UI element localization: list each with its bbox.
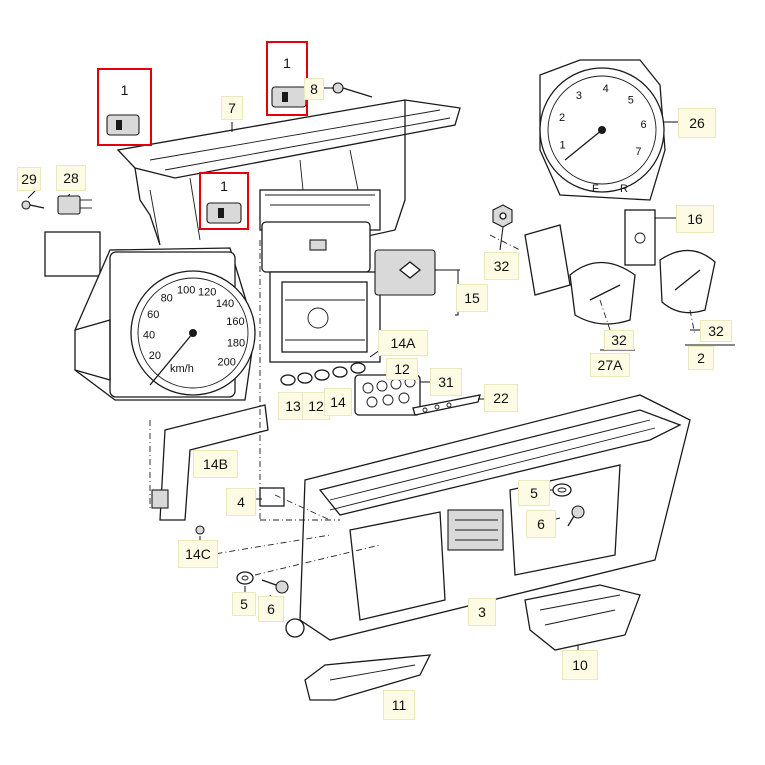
speedometer-mark-100: 100 — [177, 285, 195, 297]
instrument-housing-3 — [285, 394, 691, 641]
callout-11: 11 — [383, 690, 415, 720]
washer-5-front — [236, 571, 254, 585]
screw-6-rear — [567, 505, 585, 527]
screw-14c — [195, 525, 205, 535]
callout-4: 4 — [226, 488, 256, 516]
callout-14: 14 — [324, 388, 352, 416]
bulb-5 — [350, 362, 366, 374]
speedometer-mark-160: 160 — [226, 316, 244, 328]
tachometer-dial-labels: 1 23 4 56 7 — [559, 83, 647, 158]
nut-32 — [492, 204, 513, 228]
callout-14b: 14B — [193, 450, 238, 478]
bulb-holder-1c — [206, 202, 242, 224]
speedometer-unit: km/h — [170, 363, 194, 375]
callout-label: 1 — [120, 82, 129, 98]
bulb-4 — [332, 366, 348, 378]
bulb-holder-1b — [271, 86, 307, 108]
callout-1-highlighted-b: 1 — [266, 41, 308, 116]
washer-5-rear — [552, 483, 572, 497]
callout-7: 7 — [221, 96, 243, 120]
strip-socket-6 — [382, 394, 394, 406]
callout-22: 22 — [484, 384, 518, 412]
speedometer-mark-80: 80 — [161, 293, 173, 305]
speedometer-mark-180: 180 — [227, 337, 245, 349]
bulb-1 — [280, 374, 296, 386]
callout-15: 15 — [456, 284, 488, 312]
callout-2: 2 — [688, 346, 714, 370]
callout-28: 28 — [56, 165, 86, 191]
callout-10: 10 — [562, 650, 598, 680]
callout-label: 1 — [220, 178, 228, 194]
bracket-10 — [524, 584, 641, 651]
strip-socket-7 — [398, 392, 410, 404]
callout-1-highlighted-a: 1 — [97, 68, 152, 146]
screw-8 — [332, 82, 373, 98]
cover-panel-14b — [151, 404, 269, 521]
callout-26: 26 — [678, 108, 716, 138]
callout-3: 3 — [468, 598, 496, 626]
speedometer-mark-140: 140 — [216, 298, 234, 310]
callout-5-front: 5 — [232, 592, 256, 616]
strip-socket-2 — [376, 380, 388, 392]
resistor-board-15 — [374, 249, 436, 296]
tachometer-mark-7: 7 — [635, 146, 641, 158]
callout-5-rear: 5 — [518, 480, 550, 506]
gauge-2 — [659, 249, 716, 314]
callout-12-upper: 12 — [386, 358, 418, 380]
speedometer-housing — [74, 247, 256, 401]
gauge-27a — [569, 262, 636, 325]
strip-socket-5 — [366, 396, 378, 408]
speedometer-mark-200: 200 — [218, 356, 236, 368]
callout-32-nut: 32 — [484, 252, 519, 280]
callout-32-2: 32 — [700, 320, 732, 342]
speedometer-mark-40: 40 — [143, 330, 155, 342]
callout-6-rear: 6 — [526, 510, 556, 538]
printed-circuit-module — [261, 221, 381, 363]
callout-label: 1 — [283, 55, 291, 71]
callout-6-front: 6 — [258, 596, 284, 622]
callout-14a: 14A — [378, 330, 428, 356]
strip-socket-1 — [362, 382, 374, 394]
tachometer-mark-3: 3 — [576, 90, 582, 102]
screw-6-front — [261, 579, 289, 594]
callout-14c: 14C — [178, 540, 218, 568]
callout-31: 31 — [430, 368, 462, 396]
gauge-bracket — [524, 224, 571, 296]
callout-27a: 27A — [590, 353, 630, 377]
bulb-holder-1a — [106, 114, 140, 136]
bulb-3 — [314, 369, 330, 381]
tachometer-mark-1: 1 — [559, 139, 565, 151]
callout-16: 16 — [676, 205, 714, 233]
bulb-2 — [297, 372, 313, 384]
gauge-bracket-16 — [624, 209, 656, 266]
tachometer-housing — [539, 59, 666, 201]
screw-29 — [21, 200, 45, 210]
callout-29: 29 — [17, 167, 41, 191]
fuel-gauge-letter-f: F — [592, 183, 599, 195]
tachometer-mark-5: 5 — [628, 95, 634, 107]
fuel-gauge-letter-r: R — [620, 183, 628, 195]
callout-8: 8 — [304, 78, 324, 100]
bulb-row — [280, 362, 366, 386]
callout-1-highlighted-c: 1 — [199, 172, 249, 230]
callout-32-27a: 32 — [604, 330, 634, 350]
bracket-plate — [44, 231, 101, 277]
tachometer-mark-2: 2 — [559, 112, 565, 124]
speedometer-mark-120: 120 — [198, 286, 216, 298]
connector-28 — [57, 195, 92, 215]
tachometer-mark-6: 6 — [641, 119, 647, 131]
lens-strip-22 — [412, 394, 481, 416]
speedometer-mark-60: 60 — [147, 309, 159, 321]
bracket-11 — [304, 654, 432, 701]
speedometer-mark-20: 20 — [149, 350, 161, 362]
tachometer-mark-4: 4 — [603, 83, 609, 95]
